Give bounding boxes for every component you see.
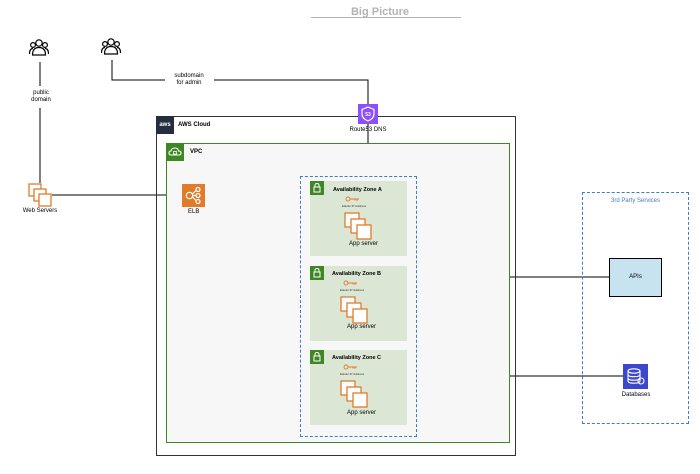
- zone-a-title: Availability Zone A: [333, 187, 382, 193]
- vpc-cloud-icon: [166, 143, 184, 161]
- route53-icon: 53: [358, 104, 378, 124]
- third-party-services-group: [582, 192, 689, 424]
- server-stack-icon: [28, 183, 52, 207]
- users-icon: [29, 39, 49, 56]
- zone-b-title: Availability Zone B: [332, 271, 382, 277]
- zone-b-eip-label: Elastic IP Address: [340, 288, 365, 292]
- wire-admin-right: [214, 79, 369, 104]
- title-underline: [311, 17, 461, 18]
- server-stack-icon: [340, 380, 368, 408]
- apis-box: APIs: [609, 258, 662, 297]
- zone-a-app-server-label: App server: [349, 241, 379, 247]
- aws-cloud-boundary: [156, 116, 516, 456]
- elb-label: ELB: [188, 209, 200, 215]
- vpc-label: VPC: [190, 149, 203, 155]
- key-icon: [345, 196, 359, 202]
- aws-cloud-label: AWS Cloud: [178, 122, 211, 128]
- key-icon: [343, 280, 357, 286]
- third-party-services-label: 3rd Party Services: [610, 198, 661, 204]
- web-servers-label: Web Servers: [22, 208, 58, 214]
- admin-domain-label: subdomain for admin: [174, 73, 204, 86]
- users-icon: [101, 38, 121, 55]
- lock-icon: [310, 350, 324, 364]
- server-stack-icon: [344, 212, 372, 240]
- zone-c-app-server-label: App server: [347, 410, 377, 416]
- databases-label: Databases: [621, 392, 651, 398]
- server-stack-icon: [340, 296, 368, 324]
- diagram-title: Big Picture: [350, 6, 410, 18]
- elb-icon: [182, 184, 205, 207]
- route53-label: Route53 DNS: [349, 127, 387, 133]
- public-domain-label: public domain: [31, 90, 51, 103]
- lock-icon: [310, 266, 324, 280]
- zone-c-eip-label: Elastic IP Address: [340, 372, 365, 376]
- svg-text:53: 53: [365, 112, 371, 118]
- key-icon: [343, 364, 357, 370]
- database-icon: [623, 364, 648, 389]
- lock-icon: [310, 181, 324, 195]
- zone-b-app-server-label: App server: [347, 324, 377, 330]
- availability-zones-group: [300, 176, 417, 437]
- zone-c-title: Availability Zone C: [332, 355, 382, 361]
- zone-a-eip-label: Elastic IP Address: [342, 204, 367, 208]
- aws-logo-icon: aws: [156, 116, 174, 134]
- wire-admin-left: [111, 60, 165, 81]
